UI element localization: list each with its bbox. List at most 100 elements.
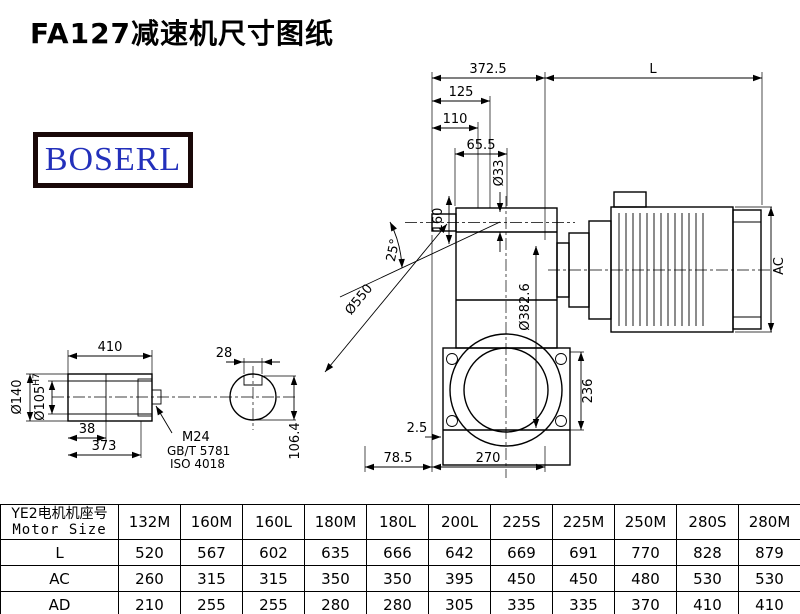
cell: 395	[428, 565, 491, 592]
dim-160: 160	[431, 208, 446, 233]
dim-38: 38	[79, 422, 96, 437]
cell: 305	[428, 591, 491, 614]
dim-flange-diameter: Ø382.6	[518, 283, 533, 330]
dim-372-5: 372.5	[469, 62, 506, 77]
cell: 255	[242, 591, 305, 614]
angle-line	[339, 221, 501, 298]
cell: 260	[118, 565, 181, 592]
col-header: 280S	[676, 504, 739, 540]
row-label: AC	[0, 565, 119, 592]
cell: 669	[490, 539, 553, 566]
dimension-labels: 372.5 L 125 110 65.5 2.5 78.5 270 410 38…	[10, 62, 787, 471]
cell: 520	[118, 539, 181, 566]
keyway	[243, 376, 263, 386]
boserl-logo: BOSERL	[33, 132, 193, 188]
cell: 450	[552, 565, 615, 592]
label-m24: M24	[182, 430, 210, 445]
dim-270: 270	[476, 451, 501, 466]
dim-angle-25: 25°	[384, 237, 403, 263]
hollow-shaft-detail	[67, 373, 162, 422]
cell: 480	[614, 565, 677, 592]
table-header-row: YE2电机机座号 Motor Size 132M 160M 160L 180M …	[0, 504, 800, 540]
cell: 450	[490, 565, 553, 592]
col-header: 180M	[304, 504, 367, 540]
dim-410: 410	[98, 340, 123, 355]
dimension-drawing: 372.5 L 125 110 65.5 2.5 78.5 270 410 38…	[10, 62, 787, 478]
col-header: 200L	[428, 504, 491, 540]
cell: 410	[738, 591, 800, 614]
col-header: 225S	[490, 504, 553, 540]
cell: 410	[676, 591, 739, 614]
col-header: 180L	[366, 504, 429, 540]
col-header: 132M	[118, 504, 181, 540]
cell: 770	[614, 539, 677, 566]
cell: 350	[304, 565, 367, 592]
col-header: 225M	[552, 504, 615, 540]
cell: 280	[304, 591, 367, 614]
col-header: 280M	[738, 504, 800, 540]
col-header: 250M	[614, 504, 677, 540]
dim-AC: AC	[772, 257, 787, 275]
centerlines	[52, 196, 778, 478]
cell: 635	[304, 539, 367, 566]
table-row-AC: AC 260 315 315 350 350 395 450 450 480 5…	[0, 565, 800, 592]
dim-28: 28	[216, 346, 233, 361]
logo-text: BOSERL	[44, 141, 182, 178]
header-en: Motor Size	[12, 522, 107, 538]
cell: 530	[676, 565, 739, 592]
dim-shaft-diameter: Ø33	[492, 160, 507, 187]
cell: 828	[676, 539, 739, 566]
dim-125: 125	[449, 85, 474, 100]
cell: 315	[180, 565, 243, 592]
header-cn: YE2电机机座号	[11, 505, 108, 522]
cell: 691	[552, 539, 615, 566]
cell: 879	[738, 539, 800, 566]
cell: 280	[366, 591, 429, 614]
cell: 315	[242, 565, 305, 592]
cell: 335	[552, 591, 615, 614]
cell: 666	[366, 539, 429, 566]
dim-bore-diameter: Ø105H7	[32, 373, 48, 421]
cell: 642	[428, 539, 491, 566]
motor-size-table: YE2电机机座号 Motor Size 132M 160M 160L 180M …	[0, 504, 800, 614]
cell: 567	[180, 539, 243, 566]
row-label: AD	[0, 591, 119, 614]
cell: 602	[242, 539, 305, 566]
angle-arc	[389, 221, 405, 269]
dim-2-5: 2.5	[407, 421, 428, 436]
cell: 530	[738, 565, 800, 592]
terminal-box	[613, 191, 647, 208]
cell: 255	[180, 591, 243, 614]
dim-373: 373	[92, 439, 117, 454]
dim-65-5: 65.5	[467, 138, 496, 153]
dim-L: L	[649, 62, 657, 77]
dimension-lines	[26, 74, 775, 471]
col-header: 160L	[242, 504, 305, 540]
gearbox-body	[431, 207, 571, 466]
dim-110: 110	[443, 112, 468, 127]
swing-diameter-line	[324, 223, 448, 373]
fan-cover	[732, 209, 762, 330]
m24-screw	[151, 389, 162, 405]
dim-78-5: 78.5	[384, 451, 413, 466]
label-iso-standard: ISO 4018	[170, 457, 225, 471]
table-corner-header: YE2电机机座号 Motor Size	[0, 504, 119, 540]
extension-lines	[26, 72, 772, 472]
col-header: 160M	[180, 504, 243, 540]
cell: 350	[366, 565, 429, 592]
m24-leader	[155, 405, 173, 434]
table-row-L: L 520 567 602 635 666 642 669 691 770 82…	[0, 539, 800, 566]
dim-hub-od: Ø140	[10, 379, 25, 414]
motor-body	[556, 191, 762, 333]
dim-106-4: 106.4	[288, 422, 303, 459]
cell: 370	[614, 591, 677, 614]
dim-236: 236	[581, 379, 596, 404]
dim-swing-diameter: Ø550	[342, 281, 376, 318]
row-label: L	[0, 539, 119, 566]
cell: 210	[118, 591, 181, 614]
cell: 335	[490, 591, 553, 614]
motor-cooling-ribs	[618, 213, 704, 326]
page-title: FA127减速机尺寸图纸	[30, 17, 335, 50]
label-gb-standard: GB/T 5781	[167, 444, 230, 458]
